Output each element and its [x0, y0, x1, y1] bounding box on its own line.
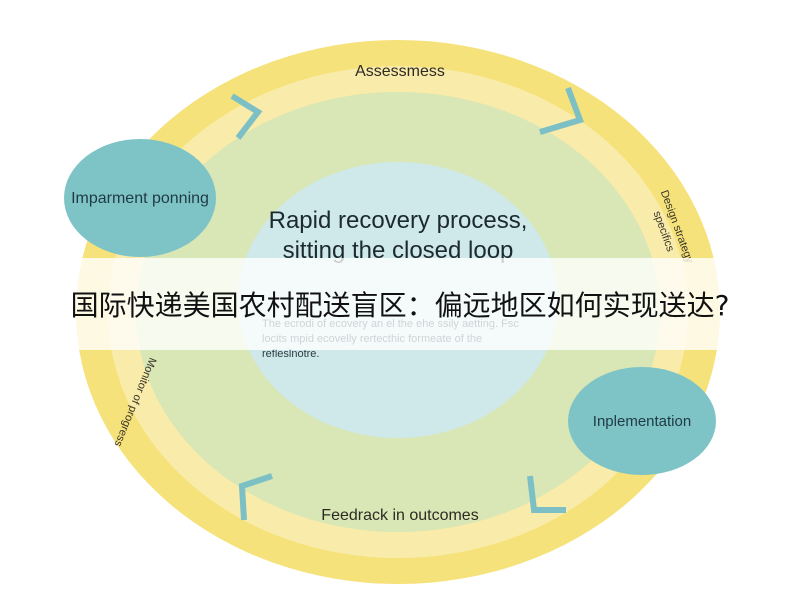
chevron-bottom-left-icon	[238, 473, 273, 521]
center-title: Rapid recovery process, sitting the clos…	[268, 207, 528, 264]
chevron-top-right-icon	[539, 86, 584, 135]
banner-title: 国际快递美国农村配送盲区：偏远地区如何实现送达?	[70, 289, 730, 322]
node-implementation-label: Inplementation	[592, 412, 692, 430]
node-implementation: Inplementation	[568, 367, 716, 475]
node-planning: Imparment ponning	[64, 139, 216, 257]
chevron-bottom-right-icon	[527, 475, 566, 513]
chevron-top-left-icon	[230, 93, 263, 140]
label-assessment: Assessmess	[355, 63, 445, 80]
label-feedback: Feedrack in outcomes	[321, 507, 479, 524]
title-banner: 国际快递美国农村配送盲区：偏远地区如何实现送达?	[0, 258, 800, 350]
node-planning-label: Imparment ponning	[71, 189, 209, 207]
